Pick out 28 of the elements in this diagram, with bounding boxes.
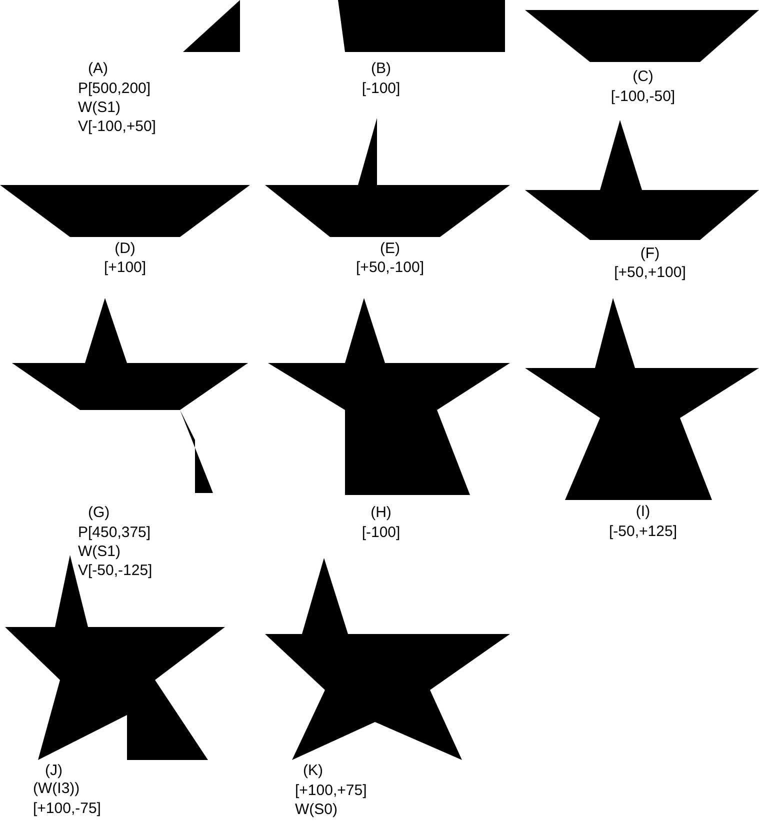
panel-letter: (K)	[303, 762, 323, 779]
panel-letter: (B)	[371, 60, 391, 77]
panel-letter: (E)	[380, 240, 400, 257]
command-text: [+50,+100]	[614, 264, 686, 281]
command-text: W(S1)	[78, 543, 120, 560]
panel-letter: (A)	[88, 60, 108, 77]
command-text: V[-100,+50]	[78, 118, 156, 135]
command-text: W(S1)	[78, 99, 120, 116]
command-text: [+100,+75]	[295, 782, 367, 799]
command-text: V[-50,-125]	[78, 562, 152, 579]
panel-letter: (G)	[88, 504, 110, 521]
command-text: [+100,-75]	[33, 800, 101, 817]
command-text: (W(I3))	[33, 780, 80, 797]
command-text: [+100]	[104, 259, 146, 276]
command-text: P[450,375]	[78, 524, 151, 541]
panel-letter: (F)	[640, 245, 660, 262]
command-text: [-100]	[362, 524, 400, 541]
panel-letter: (D)	[114, 240, 136, 257]
command-text: [-100]	[362, 80, 400, 97]
command-text: [-50,+125]	[609, 523, 677, 540]
panel-letter: (I)	[636, 503, 650, 520]
command-text: W(S0)	[295, 801, 338, 818]
command-text: P[500,200]	[78, 80, 151, 97]
panel-letter: (J)	[45, 762, 62, 779]
panel-letter: (H)	[370, 504, 392, 521]
command-text: [+50,-100]	[356, 259, 424, 276]
command-text: [-100,-50]	[610, 88, 676, 105]
panel-letter: (C)	[632, 68, 654, 85]
